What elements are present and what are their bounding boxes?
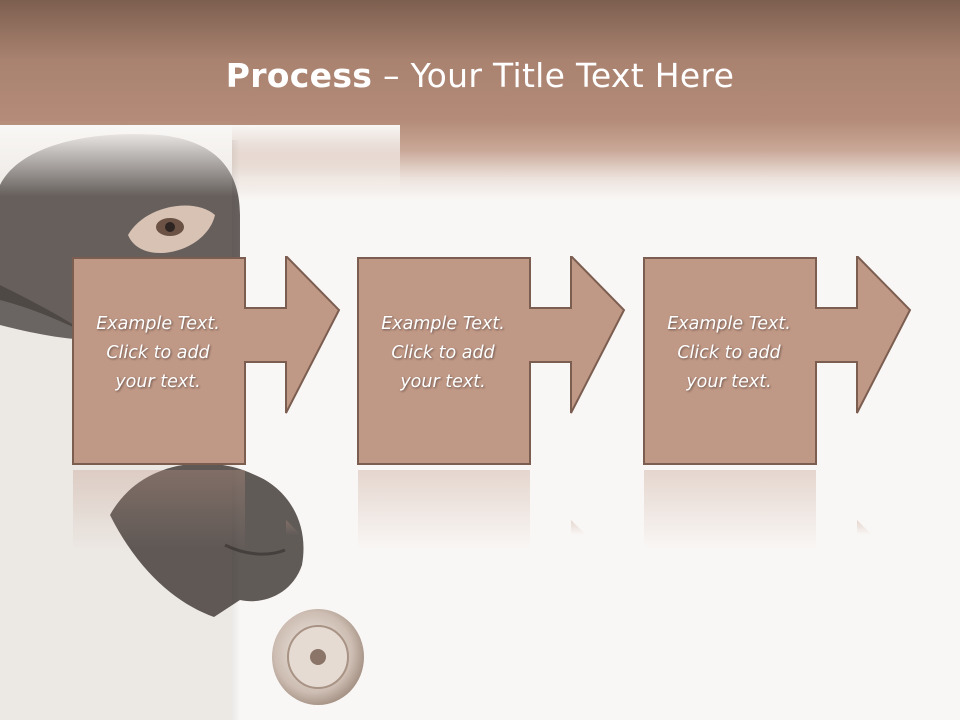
- process-step-2[interactable]: Example Text. Click to add your text.: [356, 256, 636, 556]
- step-text[interactable]: Example Text. Click to add your text.: [381, 314, 505, 392]
- step-reflection: [644, 470, 872, 550]
- process-step-1[interactable]: Example Text. Click to add your text.: [71, 256, 351, 556]
- arrow-callout-shape: [357, 256, 626, 465]
- slide-title: Process – Your Title Text Here: [0, 56, 960, 95]
- process-step-3[interactable]: Example Text. Click to add your text.: [642, 256, 922, 556]
- step-text[interactable]: Example Text. Click to add your text.: [667, 314, 791, 392]
- title-rest: – Your Title Text Here: [372, 56, 735, 95]
- door-panel: [232, 140, 960, 720]
- arrow-callout-shape: [643, 256, 912, 465]
- title-bold-word: Process: [225, 56, 373, 95]
- step-text[interactable]: Example Text. Click to add your text.: [96, 314, 220, 392]
- step-reflection: [73, 470, 301, 550]
- arrow-callout-shape: [72, 256, 341, 465]
- step-reflection: [358, 470, 586, 550]
